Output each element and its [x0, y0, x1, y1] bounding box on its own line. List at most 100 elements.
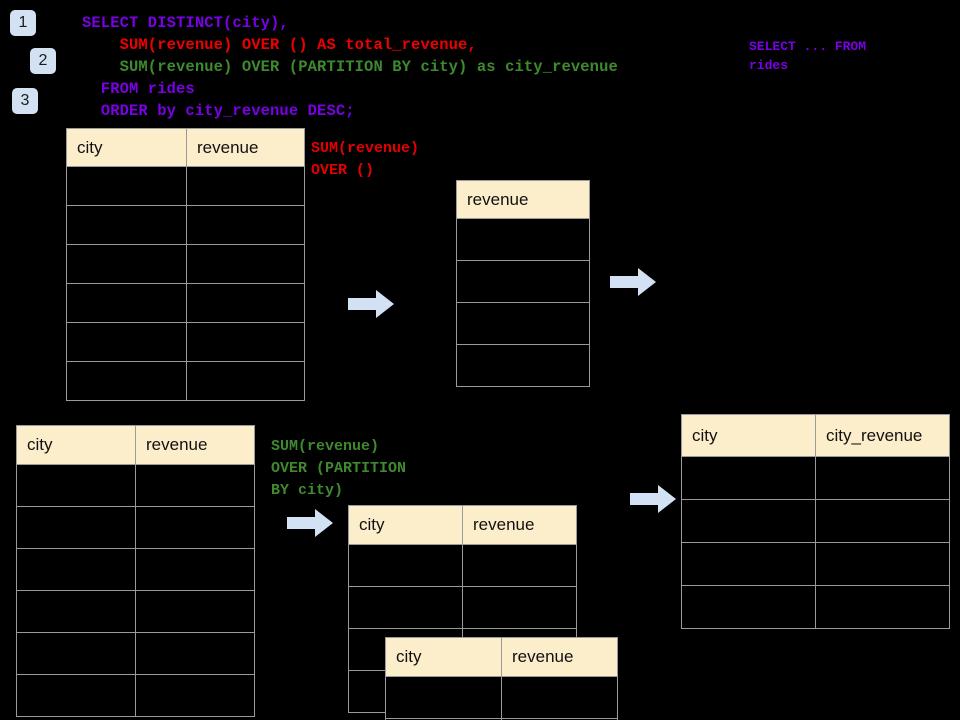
table-row: [66, 205, 305, 245]
table-cell: [16, 632, 136, 675]
sql-line-sum-over-partition: SUM(revenue) OVER (PARTITION BY city) as…: [82, 58, 618, 76]
table-cell: [385, 676, 502, 719]
table-cell: [186, 205, 305, 245]
table-cell: [456, 218, 590, 261]
column-header-city: city: [66, 128, 187, 167]
table-cell: [456, 344, 590, 387]
column-header-city-revenue: city_revenue: [815, 414, 950, 457]
table-cell: [681, 456, 816, 500]
annotation-sum-over-empty: SUM(revenue) OVER (): [311, 140, 420, 179]
sql-line-from: FROM rides: [82, 80, 195, 98]
table-cell: [16, 464, 136, 507]
table-row: [681, 585, 950, 629]
table-row: [66, 244, 305, 284]
table-row: [16, 506, 255, 549]
table-cell: [815, 585, 950, 629]
column-header-revenue: revenue: [186, 128, 305, 167]
table-row: [66, 283, 305, 323]
column-header-revenue: revenue: [501, 637, 618, 677]
table-row: [681, 542, 950, 586]
table-cell: [186, 361, 305, 401]
column-header-revenue: revenue: [456, 180, 590, 219]
annotation-select-from-rides: SELECT ... FROM rides: [749, 39, 867, 73]
table-cell: [66, 283, 187, 323]
table-cell: [186, 283, 305, 323]
table-cell: [681, 499, 816, 543]
table-row: [66, 361, 305, 401]
column-header-city: city: [16, 425, 136, 465]
table-cell: [16, 674, 136, 717]
table-cell: [501, 676, 618, 719]
table-cell: [66, 166, 187, 206]
table-cell: [16, 590, 136, 633]
table-cell: [186, 322, 305, 362]
sql-line-select-distinct: SELECT DISTINCT(city),: [82, 14, 289, 32]
table-cell: [681, 585, 816, 629]
table-cell: [135, 506, 255, 549]
table-cell: [348, 544, 463, 587]
table-row: [16, 548, 255, 591]
table-cell: [456, 260, 590, 303]
column-header-revenue: revenue: [462, 505, 577, 545]
table-row: [456, 344, 590, 387]
table-cell: [66, 205, 187, 245]
table-row: [66, 166, 305, 206]
total-revenue-table: revenue: [456, 180, 590, 387]
table-cell: [815, 542, 950, 586]
table-row: [16, 632, 255, 675]
table-cell: [16, 548, 136, 591]
table-row: [16, 674, 255, 717]
arrow-total-to-result-icon: [610, 268, 656, 296]
table-row: [348, 586, 577, 629]
table-cell: [135, 590, 255, 633]
table-cell: [16, 506, 136, 549]
table-cell: [456, 302, 590, 345]
table-cell: [462, 586, 577, 629]
table-row: [385, 676, 618, 719]
table-cell: [681, 542, 816, 586]
table-row: [385, 718, 618, 720]
table-cell: [462, 544, 577, 587]
table-cell: [66, 244, 187, 284]
table-cell: [186, 166, 305, 206]
table-cell: [501, 718, 618, 720]
table-row: [456, 260, 590, 303]
table-row: [16, 590, 255, 633]
table-row: [66, 322, 305, 362]
arrow-to-partition-icon: [287, 509, 333, 537]
table-cell: [186, 244, 305, 284]
table-row: [16, 464, 255, 507]
table-cell: [135, 548, 255, 591]
column-header-revenue: revenue: [135, 425, 255, 465]
table-cell: [815, 456, 950, 500]
table-row: [681, 456, 950, 500]
table-row: [681, 499, 950, 543]
sql-line-sum-over-empty: SUM(revenue) OVER () AS total_revenue,: [82, 36, 477, 54]
table-cell: [135, 632, 255, 675]
step-badge-2: 2: [30, 48, 56, 74]
table-cell: [815, 499, 950, 543]
table-cell: [66, 361, 187, 401]
step-badge-3: 3: [12, 88, 38, 114]
table-cell: [135, 674, 255, 717]
table-cell: [135, 464, 255, 507]
sql-line-order-by: ORDER by city_revenue DESC;: [82, 102, 355, 120]
table-cell: [66, 322, 187, 362]
column-header-city: city: [681, 414, 816, 457]
step-badge-1: 1: [10, 10, 36, 36]
table-row: [348, 544, 577, 587]
table-cell: [348, 586, 463, 629]
table-header-row: revenue: [456, 180, 590, 219]
arrow-to-total-revenue-icon: [348, 290, 394, 318]
column-header-city: city: [385, 637, 502, 677]
table-row: [456, 218, 590, 261]
